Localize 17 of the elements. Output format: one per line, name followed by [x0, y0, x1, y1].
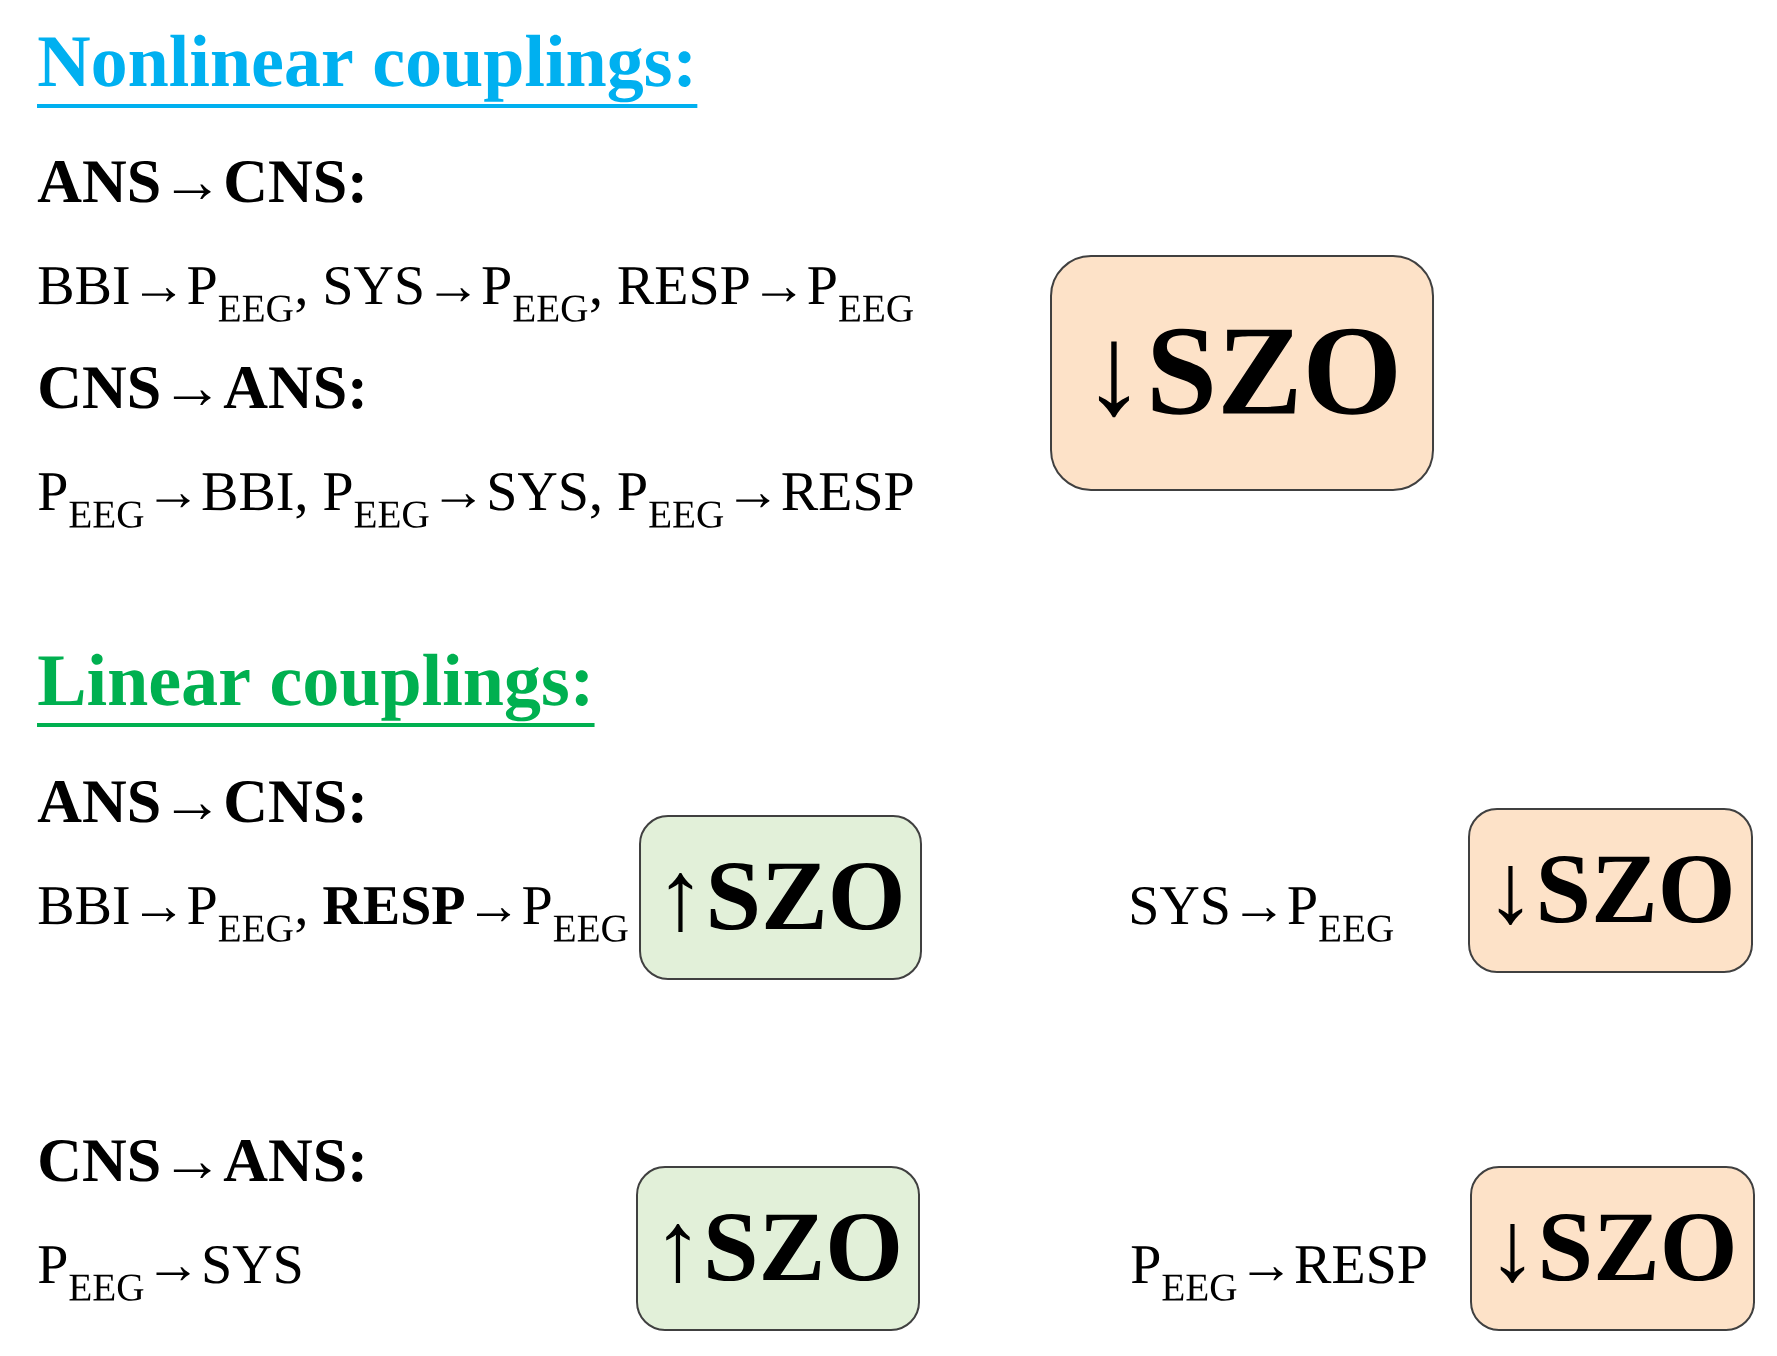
coupling-label: BBI→P$_{EEG}$, RESP→P$_{EEG}$ — [38, 886, 628, 942]
direction-heading: ANS→CNS: — [37, 160, 363, 203]
outcome-box: ↓SZO — [1468, 808, 1753, 973]
outcome-box: ↓SZO — [1050, 255, 1434, 491]
direction-heading: CNS→ANS: — [40, 1139, 363, 1182]
direction-heading: ANS→CNS: — [37, 780, 363, 823]
coupling-label: P$_{EEG}$→BBI, P$_{EEG}$→SYS, P$_{EEG}$→RESP — [38, 472, 913, 528]
coupling-label: BBI→P$_{EEG}$, SYS→P$_{EEG}$, RESP→P$_{EEG}$ — [38, 266, 913, 322]
coupling-label: P$_{EEG}$→SYS — [38, 1245, 301, 1301]
outcome-box: ↓SZO — [1470, 1166, 1755, 1331]
outcome-box: ↑SZO — [639, 815, 922, 980]
coupling-label: P$_{EEG}$→RESP — [1131, 1245, 1426, 1301]
section-heading: Linear couplings: — [37, 653, 595, 727]
section-heading: Nonlinear couplings: — [37, 34, 698, 108]
coupling-label: SYS→P$_{EEG}$ — [1131, 886, 1394, 942]
direction-heading: CNS→ANS: — [40, 366, 363, 409]
outcome-box: ↑SZO — [636, 1166, 920, 1331]
